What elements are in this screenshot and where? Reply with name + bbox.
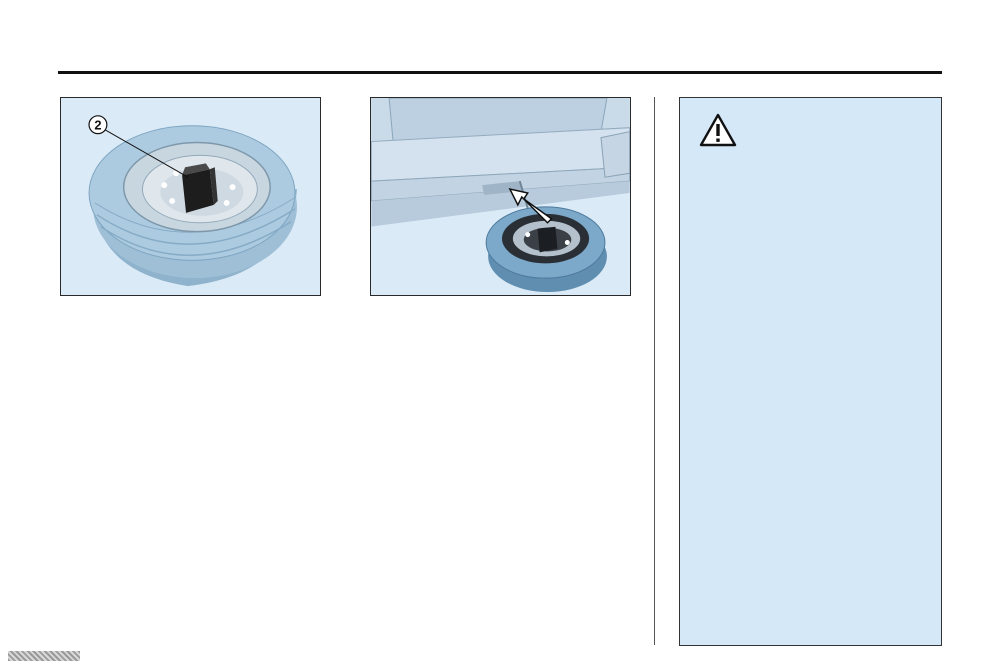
column-divider xyxy=(654,97,655,645)
spare-tire-illustration: 2 xyxy=(61,98,320,295)
warning-triangle-icon xyxy=(699,113,737,147)
header-rule-end xyxy=(939,71,942,74)
callout-circle xyxy=(88,115,108,135)
spare-tire-figure: 2 xyxy=(60,97,321,296)
footer-marker xyxy=(8,651,80,661)
arrow-icon xyxy=(508,188,553,224)
vehicle-rear-illustration xyxy=(371,98,630,295)
callout-number: 2 xyxy=(94,118,101,133)
vehicle-rear-spare-figure xyxy=(370,97,631,296)
warning-panel xyxy=(679,97,942,646)
header-rule xyxy=(58,71,940,74)
